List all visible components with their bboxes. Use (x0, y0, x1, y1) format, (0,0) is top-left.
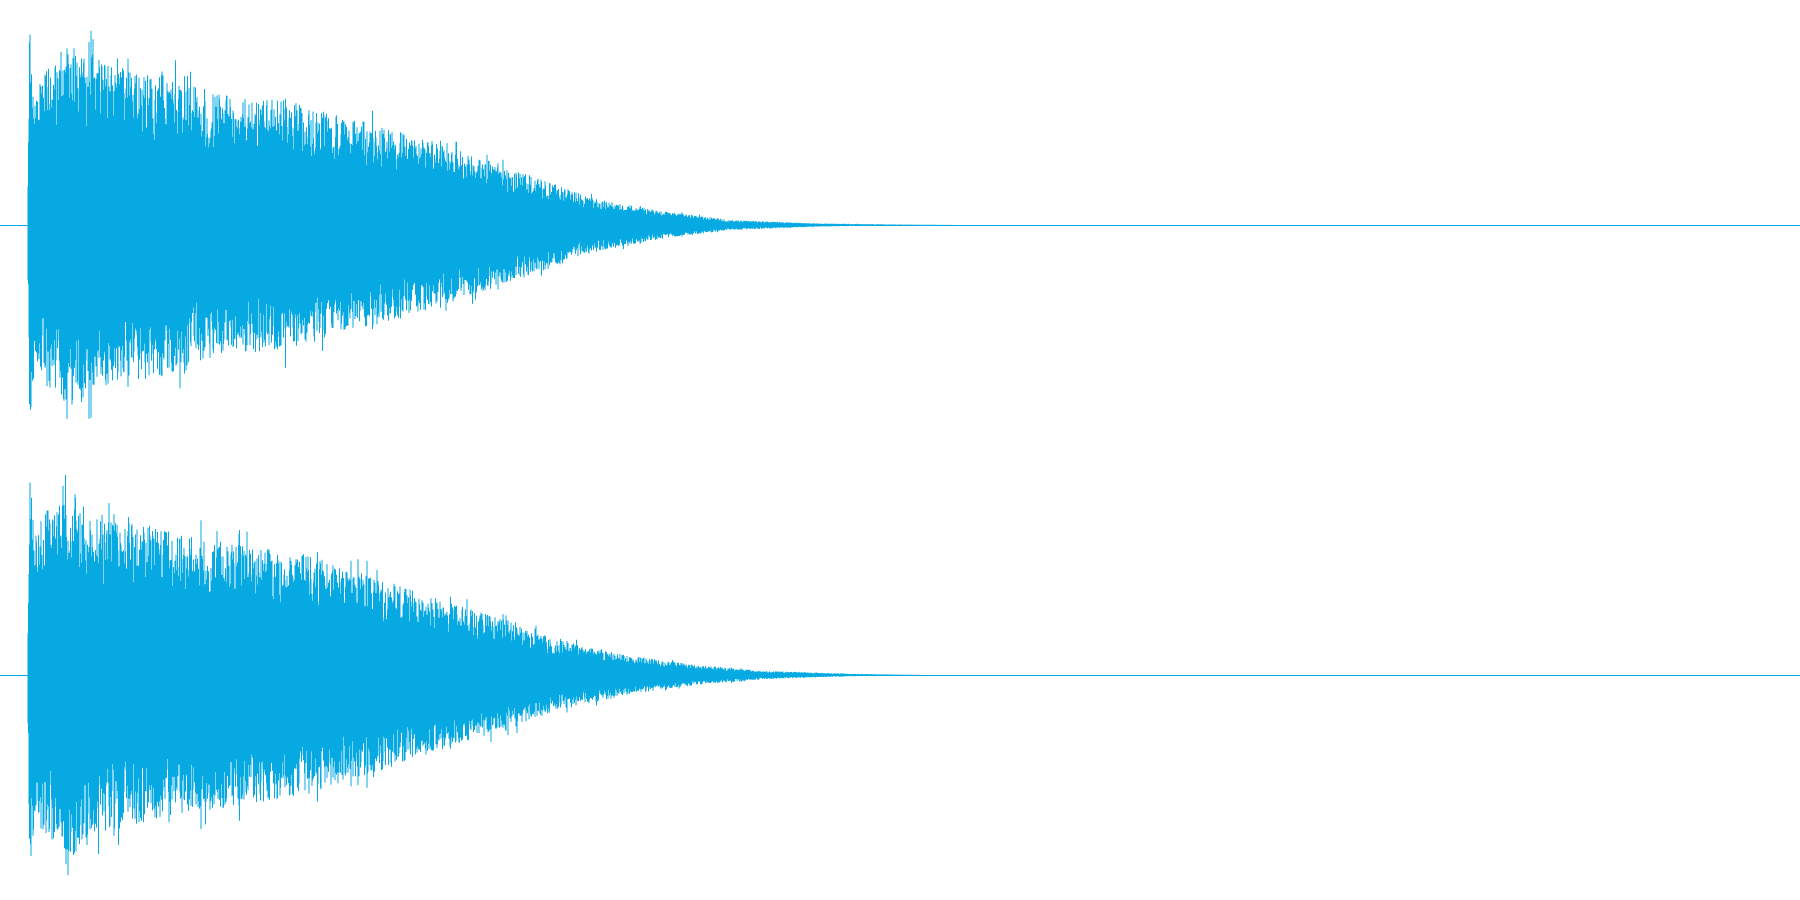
waveform-signal (27, 475, 922, 875)
waveform-signal (27, 30, 953, 419)
waveform-channel-1-plot (0, 30, 1800, 419)
waveform-channel-1 (0, 30, 1800, 419)
waveform-channel-2-plot (0, 475, 1800, 875)
waveform-channel-2 (0, 450, 1800, 900)
